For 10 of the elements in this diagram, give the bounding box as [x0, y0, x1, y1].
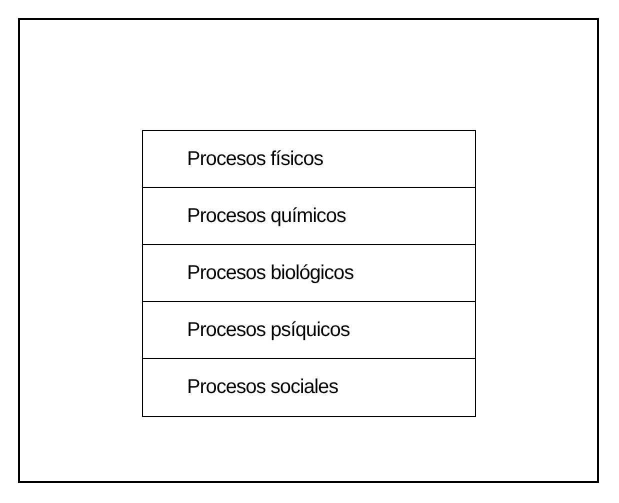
process-label: Procesos químicos [187, 204, 346, 228]
process-label: Procesos biológicos [187, 262, 354, 285]
process-box [142, 244, 476, 302]
process-label: Procesos sociales [187, 376, 338, 399]
process-box [142, 130, 476, 188]
process-box [142, 358, 476, 416]
process-box [142, 187, 476, 246]
process-box [142, 301, 476, 360]
process-label: Procesos físicos [187, 148, 324, 171]
process-label: Procesos psíquicos [187, 318, 350, 342]
